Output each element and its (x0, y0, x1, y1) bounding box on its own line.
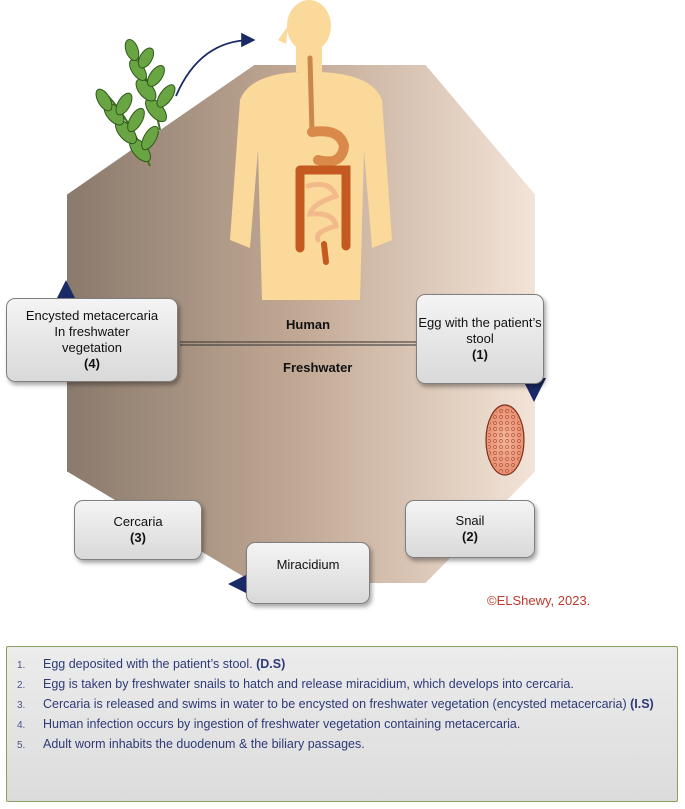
node-egg: Egg with the patient’s stool (1) (416, 294, 544, 384)
node-metacercaria: Encysted metacercaria In freshwater vege… (6, 298, 178, 382)
legend-item-text: Adult worm inhabits the duodenum & the b… (43, 735, 667, 755)
node-miracidium: Miracidium (246, 542, 370, 604)
node-cercaria: Cercaria (3) (74, 500, 202, 560)
node-metacercaria-line-3: vegetation (62, 340, 122, 355)
legend-item-index: 5. (17, 740, 26, 751)
node-metacercaria-number: (4) (84, 356, 100, 371)
node-snail: Snail (2) (405, 500, 535, 558)
legend-item-body: Egg is taken by freshwater snails to hat… (43, 677, 574, 691)
legend-item-text: Human infection occurs by ingestion of f… (43, 715, 667, 735)
node-miracidium-line-1: Miracidium (276, 557, 340, 572)
legend-item-body: Egg deposited with the patient’s stool. (43, 657, 257, 671)
legend-item-body: Human infection occurs by ingestion of f… (43, 717, 521, 731)
node-egg-number: (1) (472, 347, 488, 362)
legend-item-text: Egg is taken by freshwater snails to hat… (43, 675, 667, 695)
life-cycle-graphic (54, 0, 546, 604)
node-snail-number: (2) (462, 529, 478, 544)
legend-item: 3. Cercaria is released and swims in wat… (17, 695, 667, 715)
legend-item: 2. Egg is taken by freshwater snails to … (17, 675, 667, 695)
zone-label-human: Human (286, 317, 331, 332)
legend-item: 5. Adult worm inhabits the duodenum & th… (17, 735, 667, 755)
legend-box: 1. Egg deposited with the patient’s stoo… (6, 646, 678, 802)
legend-item-text: Egg deposited with the patient’s stool. … (43, 655, 667, 675)
node-egg-line-1: Egg with the patient’s (418, 315, 542, 330)
node-snail-line-1: Snail (455, 513, 485, 528)
legend-list: 1. Egg deposited with the patient’s stoo… (17, 655, 667, 755)
legend-item-index: 2. (17, 680, 26, 691)
legend-item-index: 1. (17, 660, 26, 671)
legend-item-body: Adult worm inhabits the duodenum & the b… (43, 737, 365, 751)
node-metacercaria-line-2: In freshwater (54, 324, 130, 339)
life-cycle-diagram: Encysted metacercaria In freshwater vege… (6, 0, 591, 608)
freshwater-vegetation-icon (95, 38, 176, 167)
node-cercaria-number: (3) (130, 530, 146, 545)
node-cercaria-line-1: Cercaria (113, 514, 163, 529)
legend-item-index: 3. (17, 700, 26, 711)
node-metacercaria-line-1: Encysted metacercaria (25, 308, 159, 323)
legend-item-text: Cercaria is released and swims in water … (43, 695, 667, 715)
legend-item: 4. Human infection occurs by ingestion o… (17, 715, 667, 735)
digestive-tract (295, 55, 351, 265)
node-egg-line-2: stool (466, 331, 494, 346)
egg-icon (485, 404, 525, 476)
legend-item-body: Cercaria is released and swims in water … (43, 697, 631, 711)
legend-item-tag: (D.S) (256, 657, 286, 671)
zone-label-freshwater: Freshwater (283, 360, 353, 375)
legend-item-index: 4. (17, 720, 26, 731)
legend-item-tag: (I.S) (630, 697, 654, 711)
copyright-text: ©ELShewy, 2023. (487, 593, 591, 608)
legend-item: 1. Egg deposited with the patient’s stoo… (17, 655, 667, 675)
ingestion-arrow (175, 32, 256, 97)
